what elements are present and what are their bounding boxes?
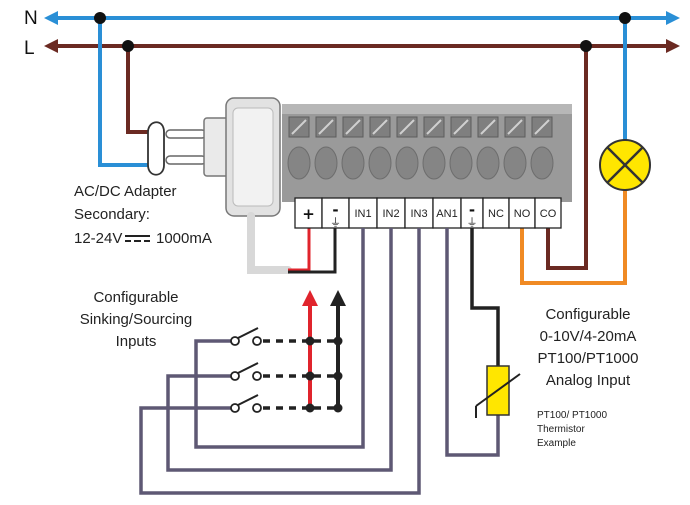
adapter-label-line2: Secondary:	[74, 206, 150, 223]
dc-symbol-icon	[125, 235, 150, 242]
terminal-screw-slot	[345, 119, 361, 135]
neutral-bus-line	[44, 11, 680, 25]
relay-live-junction-dot	[580, 40, 592, 52]
adapter-neutral-wire	[98, 18, 148, 167]
negative-supply-wire	[288, 228, 337, 274]
inputs-label-line3: Inputs	[116, 333, 157, 350]
terminal-socket	[341, 146, 365, 180]
adapter-live-wire	[126, 46, 148, 134]
neutral-label: N	[24, 8, 38, 29]
terminal-screws	[288, 116, 553, 138]
terminal-socket	[476, 146, 500, 180]
terminal-no: NO	[514, 208, 531, 220]
plug-prongs-icon	[147, 121, 207, 176]
analog-label-line1: Configurable	[545, 306, 630, 323]
terminal-screw-slot	[426, 119, 442, 135]
input-wire-in1	[194, 228, 365, 449]
negative-rail	[330, 290, 346, 408]
inputs-label-line1: Configurable	[93, 289, 178, 306]
adapter-label-line3-prefix: 12-24V	[74, 230, 122, 247]
ground-symbol-1: ⏚	[330, 216, 341, 229]
terminal-sockets	[287, 146, 554, 180]
live-junction-dot	[122, 40, 134, 52]
adapter-label: AC/DC Adapter Secondary: 12-24V 1000mA	[74, 183, 212, 247]
terminal-screw-slot	[453, 119, 469, 135]
analog-input-label: Configurable 0-10V/4-20mA PT100/PT1000 A…	[538, 306, 639, 389]
input-wire-in2	[166, 228, 393, 472]
thermistor-icon	[475, 365, 521, 418]
input-wire-in3	[139, 228, 421, 495]
adapter-label-line1: AC/DC Adapter	[74, 183, 177, 200]
terminal-socket	[530, 146, 554, 180]
terminal-in2: IN2	[382, 208, 399, 220]
lamp-neutral-junction-dot	[619, 12, 631, 24]
terminal-socket	[503, 146, 527, 180]
terminal-socket	[395, 146, 419, 180]
terminal-an1: AN1	[436, 208, 457, 220]
input-switches	[230, 327, 343, 413]
thermistor-label-line2: Thermistor	[537, 424, 585, 435]
terminal-socket	[449, 146, 473, 180]
terminal-screw-slot	[507, 119, 523, 135]
adapter-output-cable	[247, 212, 292, 274]
terminal-socket	[287, 146, 311, 180]
adapter-label-line3-suffix: 1000mA	[156, 230, 212, 247]
power-adapter-icon	[203, 97, 281, 217]
analog-label-line2: 0-10V/4-20mA	[540, 328, 637, 345]
terminal-socket	[314, 146, 338, 180]
terminal-socket	[368, 146, 392, 180]
terminal-screw-slot	[534, 119, 550, 135]
terminal-minus: -	[332, 201, 338, 219]
terminal-nc: NC	[488, 208, 504, 220]
analog-label-line4: Analog Input	[546, 372, 631, 389]
inputs-label: Configurable Sinking/Sourcing Inputs	[80, 289, 193, 350]
terminal-analog-minus: -	[469, 201, 475, 219]
positive-supply-wire	[288, 228, 311, 272]
terminal-plus: +	[302, 205, 315, 223]
terminal-screw-slot	[480, 119, 496, 135]
relay-live-wire	[546, 46, 588, 270]
analog-ground-wire	[470, 228, 500, 366]
inputs-label-line2: Sinking/Sourcing	[80, 311, 193, 328]
ground-symbol-2: ⏚	[467, 216, 478, 229]
terminal-in3: IN3	[410, 208, 427, 220]
lamp-return-orange-wire	[520, 190, 627, 285]
terminal-block	[282, 104, 572, 202]
thermistor-label-line1: PT100/ PT1000	[537, 410, 607, 421]
terminal-in1: IN1	[354, 208, 371, 220]
analog-label-line3: PT100/PT1000	[538, 350, 639, 367]
analog-input-wire	[445, 228, 500, 457]
thermistor-label-line3: Example	[537, 438, 576, 449]
lamp-icon	[599, 139, 651, 191]
terminal-screw-slot	[399, 119, 415, 135]
terminal-screw-slot	[291, 119, 307, 135]
thermistor-label: PT100/ PT1000 Thermistor Example	[537, 410, 607, 449]
neutral-junction-dot	[94, 12, 106, 24]
terminal-socket	[422, 146, 446, 180]
terminal-screw-slot	[372, 119, 388, 135]
positive-rail	[302, 290, 318, 408]
terminal-screw-slot	[318, 119, 334, 135]
terminal-co: CO	[540, 208, 557, 220]
terminal-label-row: + - ⏚ IN1 IN2 IN3 AN1 - ⏚ NC NO CO	[294, 197, 562, 229]
live-label: L	[24, 38, 35, 59]
live-bus-line	[44, 39, 680, 53]
